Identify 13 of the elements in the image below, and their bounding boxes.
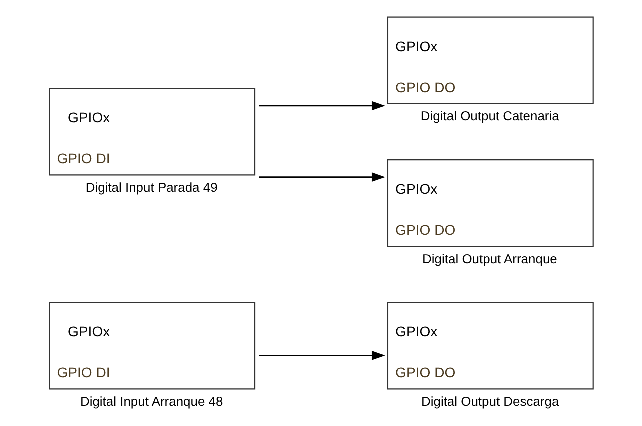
arrow	[258, 350, 385, 360]
node-label: Digital Input Arranque 48	[80, 394, 223, 410]
node-box: GPIOx GPIO DO	[386, 302, 594, 390]
node-label: Digital Input Parada 49	[85, 180, 218, 196]
node-label: Digital Output Arranque	[422, 251, 557, 266]
arrow	[258, 101, 385, 111]
node-box: GPIOx GPIO DI	[48, 88, 256, 176]
node-box: GPIOx GPIO DI	[48, 302, 256, 390]
node-label: Digital Output Descarga	[420, 394, 559, 410]
node-label: Digital Output Catenaria	[420, 108, 559, 124]
arrow	[258, 172, 385, 182]
node-box: GPIOx GPIO DO	[386, 160, 594, 248]
node-box: GPIOx GPIO DO	[386, 16, 594, 104]
